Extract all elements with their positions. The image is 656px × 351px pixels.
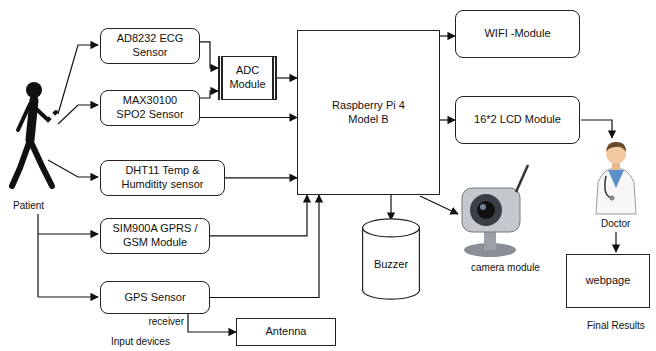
webpage-box: webpage [566, 254, 650, 308]
camera-link [420, 196, 458, 214]
node-text: GPS Sensor [124, 291, 185, 305]
antenna-box: Antenna [236, 318, 336, 346]
connector [225, 177, 297, 178]
node-text: WIFI -Module [484, 27, 550, 41]
connector [200, 91, 218, 98]
sensor-box: DHT11 Temp & Humditity sensor [100, 160, 225, 196]
connector [200, 117, 297, 118]
node-text: Antenna [266, 325, 307, 339]
node-text: MAX30100 SPO2 Sensor [107, 94, 193, 122]
free-label: Doctor [600, 218, 631, 229]
node-text: AD8232 ECG Sensor [107, 32, 193, 60]
connector [277, 77, 297, 78]
free-label: Final Results [586, 320, 646, 331]
connector [200, 42, 218, 68]
buzzer-cylinder: Buzzer [362, 218, 420, 300]
sensor-box: GPS Sensor [100, 281, 210, 314]
controller-box: Raspberry Pi 4 Model B [297, 30, 440, 195]
connector [210, 195, 319, 298]
free-label: camera module [470, 262, 541, 273]
edge-label: receiver [147, 316, 185, 327]
sensor-box: MAX30100 SPO2 Sensor [100, 90, 200, 126]
sensor-box: AD8232 ECG Sensor [100, 28, 200, 64]
connector [440, 119, 455, 120]
module-box: 16*2 LCD Module [455, 96, 580, 144]
doctor-links [581, 120, 616, 252]
node-text: Raspberry Pi 4 Model B [326, 99, 411, 127]
connector [210, 195, 307, 236]
adc-box: ADC Module [218, 56, 277, 100]
node-text: ADC Module [226, 64, 269, 92]
patient-figure [12, 82, 58, 186]
connector [440, 35, 455, 36]
module-box: WIFI -Module [455, 10, 580, 58]
node-text: SIM900A GPRS / GSM Module [107, 222, 203, 250]
free-label: Input devices [110, 336, 171, 347]
node-text: webpage [586, 274, 631, 288]
node-text: Buzzer [374, 258, 408, 272]
module-box: SIM900A GPRS / GSM Module [100, 218, 210, 254]
connector [188, 314, 236, 332]
doctor-illustration [596, 142, 636, 214]
patient-leads [38, 45, 98, 297]
node-text: 16*2 LCD Module [474, 113, 561, 127]
connector [390, 195, 391, 220]
camera-illustration [462, 165, 528, 257]
free-label: Patient [12, 200, 45, 211]
node-text: DHT11 Temp & Humditity sensor [107, 164, 218, 192]
